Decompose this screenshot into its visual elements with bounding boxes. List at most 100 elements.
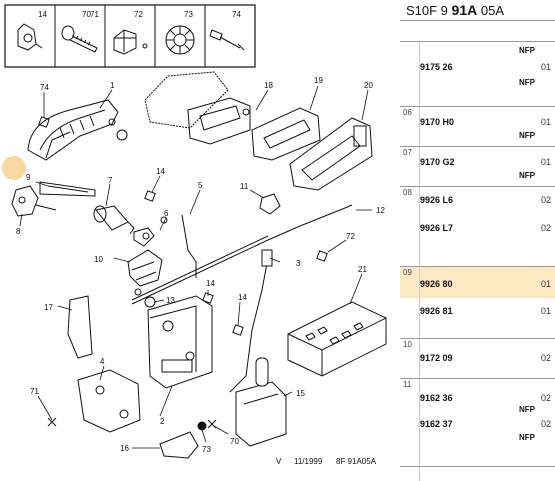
callout-label: 7 — [108, 176, 113, 185]
callout-label: 71 — [90, 10, 99, 19]
footer-code: 8F 91A05A — [336, 457, 377, 466]
small-parts-box — [4, 4, 256, 68]
clip-part-16 — [159, 431, 199, 459]
part-reference[interactable]: 9170 G2 — [420, 157, 455, 167]
callout-label: 16 — [120, 444, 129, 453]
nfp-flag: NFP — [519, 131, 535, 140]
callout-label: 72 — [346, 232, 355, 241]
bolt-part-13 — [144, 296, 156, 308]
callout-label: 73 — [202, 445, 211, 454]
part-reference[interactable]: 9172 09 — [420, 353, 453, 363]
part-reference[interactable]: 9175 26 — [420, 62, 453, 72]
part-reference[interactable]: 9926 L7 — [420, 223, 454, 233]
clip-marker-14a — [144, 190, 156, 202]
callout-label: 17 — [44, 303, 53, 312]
washer-part-73 — [165, 25, 195, 55]
callout-label: 6 — [164, 209, 169, 218]
rod-part-3 — [229, 257, 269, 393]
footer-date: 11/1999 — [294, 457, 323, 466]
key-part-9 — [39, 181, 96, 197]
callout-label: 14 — [38, 10, 47, 19]
quantity: 02 — [540, 393, 551, 403]
table-row[interactable]: 06 9170 H0 01 NFP — [400, 106, 555, 146]
exploded-parts-diagram: 14 70 71 72 73 74 1 18 19 20 74 9 7 14 5… — [2, 4, 387, 466]
callout-label: 20 — [364, 81, 373, 90]
callout-label: 4 — [100, 357, 105, 366]
rivet-part-71 — [47, 417, 57, 427]
rod-part-5 — [181, 214, 197, 278]
inner-handle-part-18 — [187, 97, 251, 145]
callout-label: 14 — [238, 293, 247, 302]
page-reference-header: S10F 9 91A 05A — [400, 0, 555, 20]
part-reference[interactable]: 9926 80 — [420, 279, 453, 289]
screw-part-70 — [61, 25, 98, 53]
callout-label: 3 — [296, 259, 301, 268]
washer-part-73-lower — [197, 421, 207, 431]
callout-label: 74 — [232, 10, 241, 19]
callout-label: 2 — [160, 417, 165, 426]
quantity: 02 — [540, 195, 551, 205]
clip-marker-72 — [316, 250, 328, 262]
part-reference[interactable]: 9926 81 — [420, 306, 453, 316]
table-row[interactable]: 08 9926 L6 02 9926 L7 02 — [400, 186, 555, 266]
rod-part-12 — [131, 204, 353, 305]
bracket-part-17 — [67, 295, 93, 359]
accessory-kit-part-21 — [287, 301, 387, 377]
clip-part-14 — [17, 23, 43, 51]
nfp-flag: NFP — [519, 433, 535, 442]
quantity: 01 — [540, 62, 551, 72]
callout-label: 71 — [30, 387, 39, 396]
lock-cylinder-part-7 — [93, 205, 135, 235]
row-number: 06 — [403, 108, 412, 117]
actuator-part-15 — [235, 357, 287, 447]
nfp-flag: NFP — [519, 405, 535, 414]
door-lock-part-2 — [147, 295, 213, 389]
quantity: 01 — [540, 279, 551, 289]
row-number: 08 — [403, 188, 412, 197]
callout-label: 21 — [358, 265, 367, 274]
trim-part-20 — [289, 117, 373, 191]
key-part-8 — [11, 185, 57, 217]
callout-label: 15 — [296, 389, 305, 398]
callout-label: 70 — [82, 10, 91, 19]
callout-label: 72 — [134, 10, 143, 19]
clip-part-10 — [127, 249, 163, 296]
callout-label: 14 — [156, 167, 165, 176]
callout-label: 5 — [198, 181, 203, 190]
clip-part-72 — [113, 29, 148, 55]
row-number: 09 — [403, 268, 412, 277]
quantity: 01 — [540, 117, 551, 127]
header-prefix: S10F 9 — [406, 3, 448, 18]
table-row-highlighted[interactable]: 09 9926 80 01 — [400, 266, 555, 298]
clip-marker-14b — [202, 292, 214, 304]
callout-label: 9 — [26, 173, 31, 182]
quantity: 02 — [540, 223, 551, 233]
callout-label: 74 — [40, 83, 49, 92]
quantity: 01 — [540, 306, 551, 316]
table-row[interactable]: 9926 81 01 — [400, 298, 555, 338]
quantity: 02 — [540, 419, 551, 429]
callout-label: 8 — [16, 227, 21, 236]
part-reference[interactable]: 9162 36 — [420, 393, 453, 403]
outer-handle-part-1 — [27, 99, 128, 161]
rod-clip-part-3 — [261, 249, 273, 267]
footer-version: V — [276, 457, 282, 466]
quantity: 01 — [540, 157, 551, 167]
part-reference[interactable]: 9162 37 — [420, 419, 453, 429]
callout-label: 12 — [376, 206, 385, 215]
table-row — [400, 466, 555, 481]
lever-part-6 — [133, 216, 168, 247]
callout-label: 73 — [184, 10, 193, 19]
part-reference[interactable]: 9926 L6 — [420, 195, 454, 205]
callout-label: 14 — [206, 279, 215, 288]
header-bold: 91A — [451, 2, 478, 18]
header-suffix: 05A — [480, 3, 504, 18]
quantity: 02 — [540, 353, 551, 363]
nfp-flag: NFP — [519, 78, 535, 87]
highlight-marker — [2, 156, 26, 180]
part-reference[interactable]: 9170 H0 — [420, 117, 455, 127]
